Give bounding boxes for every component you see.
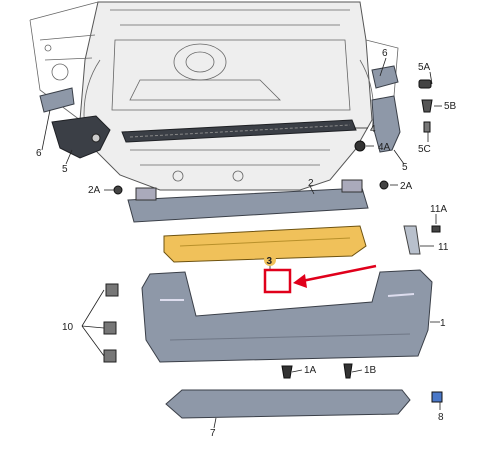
vehicle-body [29, 1, 399, 191]
nut-4A [354, 140, 366, 152]
highlight-box [263, 268, 292, 294]
bolt-2A-left [113, 185, 123, 195]
highlight-arrowhead [293, 274, 307, 288]
callout-10: 10 [62, 322, 74, 333]
callout-2A-right: 2A [400, 181, 413, 192]
callout-labels: 6 5 6 5A 5B 5C 5 4 4A 2A 2 2A 11A 11 1 1… [36, 48, 457, 439]
callout-11: 11 [438, 242, 449, 253]
callout-1: 1 [440, 318, 446, 329]
highlight-annotation [263, 264, 377, 294]
part-4-cross-member [121, 119, 357, 143]
part-2-impact-bar [127, 179, 369, 223]
callout-1B: 1B [364, 365, 377, 376]
part-6-right-bracket [371, 65, 399, 89]
highlight-arrow [301, 264, 377, 283]
callout-6-left: 6 [36, 148, 42, 159]
bolt-2A-right [379, 180, 389, 190]
part-11-bracket [403, 225, 421, 255]
part-5-right-guide [371, 95, 401, 153]
part-1-bumper-cover [141, 269, 433, 363]
callout-3-marker [264, 254, 276, 266]
callout-8: 8 [438, 412, 444, 423]
clip-5B [421, 99, 433, 113]
screw-11A [431, 225, 441, 233]
clip-1A [281, 365, 293, 379]
callout-2: 2 [308, 178, 314, 189]
part-6-left-bracket [39, 87, 75, 113]
callout-3: 3 [267, 256, 273, 267]
callout-4: 4 [370, 124, 376, 135]
callout-11A: 11A [430, 204, 447, 215]
callout-5-left: 5 [62, 164, 68, 175]
callout-1A: 1A [304, 365, 317, 376]
callout-5B: 5B [444, 101, 457, 112]
callout-5A: 5A [418, 62, 431, 73]
part-8-clip [431, 391, 443, 403]
part-3-energy-absorber [163, 225, 367, 263]
clip-5A [418, 79, 432, 89]
callout-4A: 4A [378, 142, 391, 153]
callout-6-right: 6 [382, 48, 388, 59]
part-5-left-guide [51, 115, 111, 159]
callout-2A-left: 2A [88, 185, 101, 196]
clip-5C [423, 121, 431, 133]
callout-5C: 5C [418, 144, 431, 155]
callout-7: 7 [210, 428, 216, 439]
part-10-brackets [103, 283, 119, 363]
clip-1B [343, 363, 353, 379]
part-7-diffuser [165, 389, 411, 419]
callout-5-right: 5 [402, 162, 408, 173]
leader-lines [41, 57, 442, 429]
